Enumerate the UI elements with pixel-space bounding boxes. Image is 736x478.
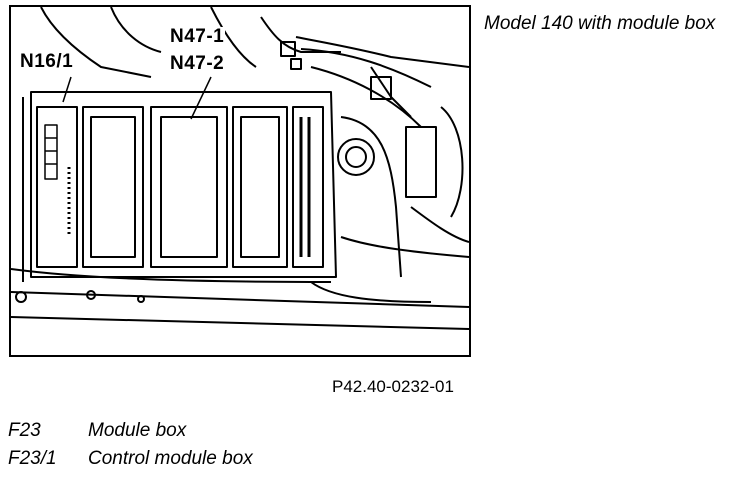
module-box-drawing [11,7,469,330]
legend-description: Module box [88,420,187,441]
legend: F23 Module box F23/1 Control module box [8,420,253,476]
callout-n47-1: N47-1 [169,26,226,47]
legend-code: F23/1 [8,448,57,469]
callout-n16-1: N16/1 [19,51,75,72]
legend-row: F23 Module box [8,420,253,448]
callout-n47-2: N47-2 [169,53,226,74]
figure-id: P42.40-0232-01 [332,377,454,396]
technical-illustration: N16/1 N47-1 N47-2 [9,5,471,357]
legend-row: F23/1 Control module box [8,448,253,476]
legend-description: Control module box [88,448,253,469]
figure-caption: Model 140 with module box [484,13,716,34]
legend-code: F23 [8,420,41,441]
